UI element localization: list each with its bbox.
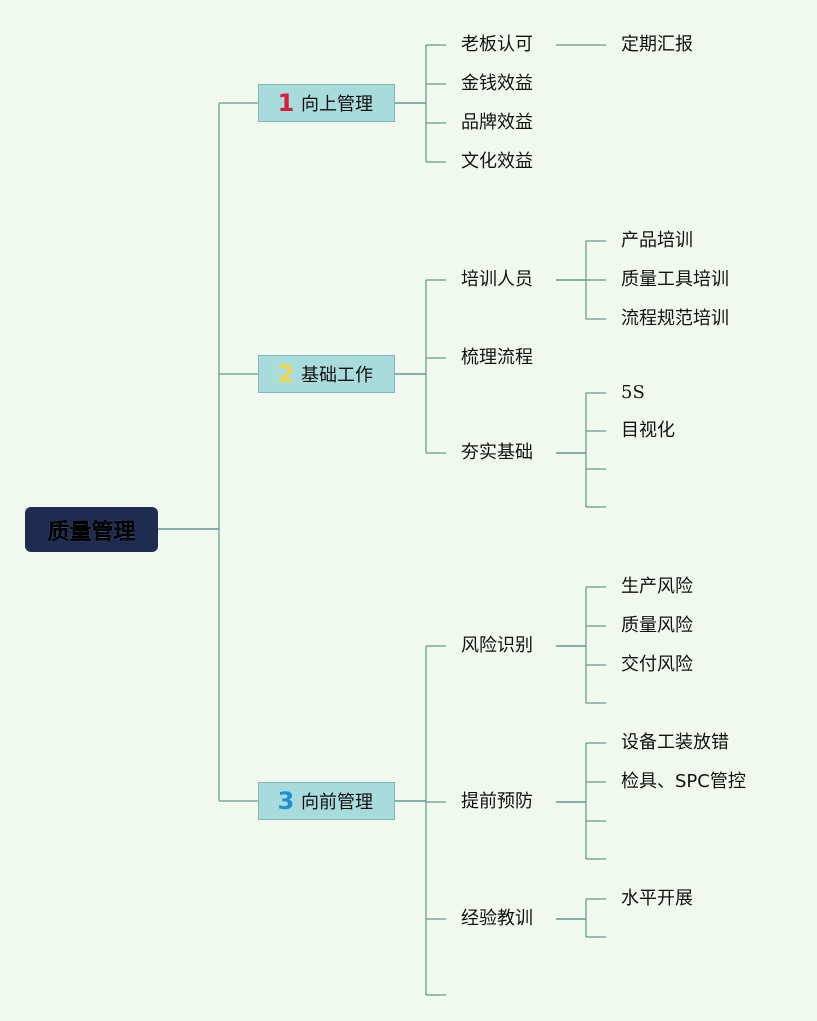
- branch-number-badge: 3: [277, 787, 295, 815]
- topic-boss-approval[interactable]: 老板认可: [461, 34, 533, 55]
- topic-solidify-foundation[interactable]: 夯实基础: [461, 442, 533, 463]
- subtopic-equipment-error-proofing[interactable]: 设备工装放错: [621, 732, 729, 753]
- branch-number-badge: 2: [277, 360, 295, 388]
- branch-label: 向前管理: [301, 792, 373, 813]
- subtopic-visual-management[interactable]: 目视化: [621, 420, 675, 441]
- subtopic-product-training[interactable]: 产品培训: [621, 230, 693, 251]
- branch-node-basic-work[interactable]: 2 基础工作: [258, 355, 395, 393]
- subtopic-process-standard-training[interactable]: 流程规范培训: [621, 308, 729, 329]
- topic-sort-process[interactable]: 梳理流程: [461, 347, 533, 368]
- topic-lessons-learned[interactable]: 经验教训: [461, 908, 533, 929]
- branch-node-forward-management[interactable]: 3 向前管理: [258, 782, 395, 820]
- topic-train-staff[interactable]: 培训人员: [461, 269, 533, 290]
- topic-prevention[interactable]: 提前预防: [461, 791, 533, 812]
- subtopic-production-risk[interactable]: 生产风险: [621, 576, 693, 597]
- subtopic-5s[interactable]: 5S: [621, 382, 645, 403]
- root-node[interactable]: 质量管理: [25, 507, 158, 552]
- topic-brand-benefit[interactable]: 品牌效益: [461, 112, 533, 133]
- subtopic-gauge-spc-control[interactable]: 检具、SPC管控: [621, 771, 746, 792]
- branch-label: 向上管理: [301, 94, 373, 115]
- subtopic-delivery-risk[interactable]: 交付风险: [621, 654, 693, 675]
- subtopic-horizontal-rollout[interactable]: 水平开展: [621, 888, 693, 909]
- topic-culture-benefit[interactable]: 文化效益: [461, 151, 533, 172]
- branch-label: 基础工作: [301, 365, 373, 386]
- topic-risk-identification[interactable]: 风险识别: [461, 635, 533, 656]
- topic-financial-benefit[interactable]: 金钱效益: [461, 73, 533, 94]
- subtopic-quality-risk[interactable]: 质量风险: [621, 615, 693, 636]
- branch-number-badge: 1: [277, 89, 295, 117]
- subtopic-quality-tools-training[interactable]: 质量工具培训: [621, 269, 729, 290]
- branch-node-upward-management[interactable]: 1 向上管理: [258, 84, 395, 122]
- root-label: 质量管理: [47, 519, 136, 545]
- subtopic-regular-report[interactable]: 定期汇报: [621, 34, 693, 55]
